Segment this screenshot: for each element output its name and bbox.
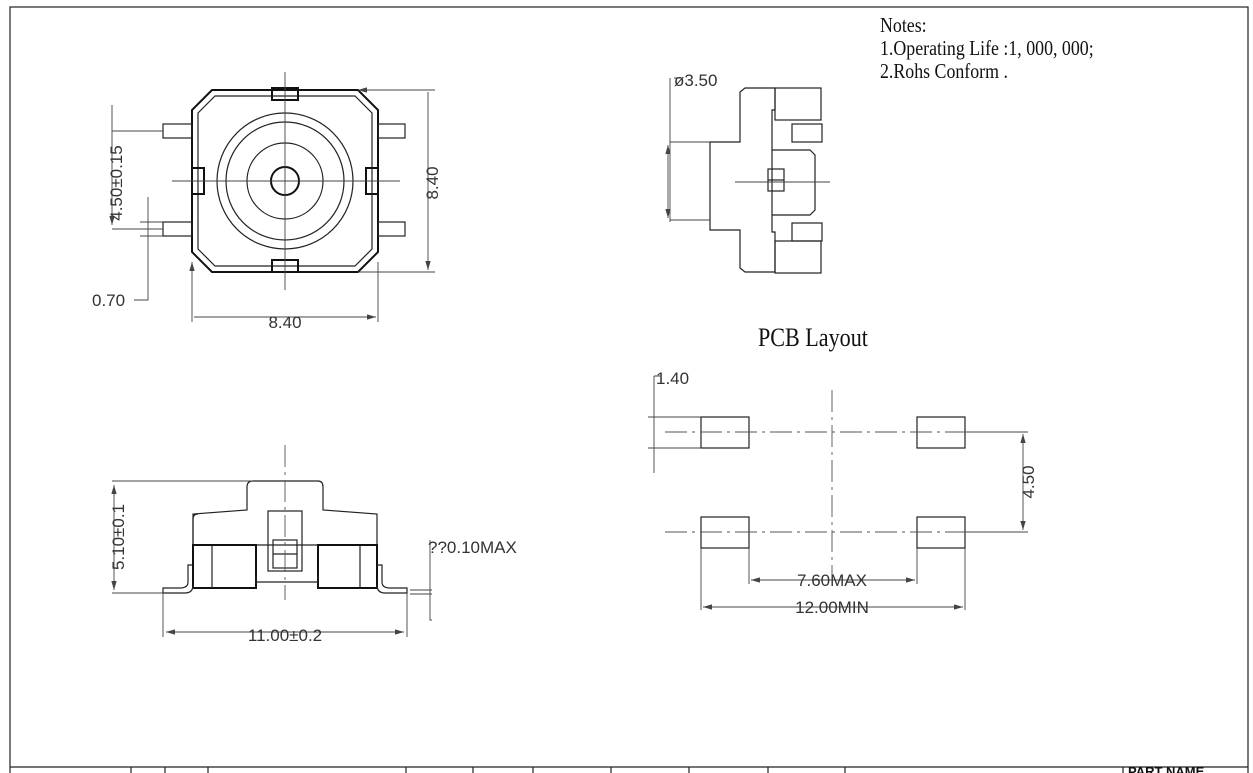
dim-total-height: 5.10±0.1 bbox=[109, 504, 128, 570]
note-item: 1.Operating Life :1, 000, 000; bbox=[880, 36, 1094, 60]
note-item: 2.Rohs Conform . bbox=[880, 59, 1008, 83]
dim-lead-width: 0.70 bbox=[92, 291, 125, 310]
pcb-pad bbox=[916, 516, 966, 549]
front-view bbox=[111, 445, 432, 637]
dim-button-diameter: ø3.50 bbox=[674, 71, 717, 90]
pcb-pad bbox=[700, 416, 750, 449]
top-view bbox=[112, 72, 435, 322]
pcb-pad bbox=[700, 516, 750, 549]
dim-lead-span: 11.00±0.2 bbox=[248, 626, 322, 645]
dim-body-width: 8.40 bbox=[268, 313, 301, 332]
dim-pad-height: 1.40 bbox=[656, 369, 689, 388]
dim-inner-span: 7.60MAX bbox=[797, 571, 867, 590]
pcb-layout-title: PCB Layout bbox=[758, 323, 868, 352]
dim-pad-pitch: 4.50 bbox=[1019, 465, 1038, 498]
dim-top-pitch: 4.50±0.15 bbox=[107, 145, 126, 221]
dim-coplanarity: ??0.10MAX bbox=[428, 538, 517, 557]
side-view bbox=[665, 77, 830, 274]
dim-body-height: 8.40 bbox=[423, 166, 442, 199]
title-block bbox=[10, 766, 1248, 773]
part-name-label: PART NAME bbox=[1128, 764, 1205, 773]
sheet-border bbox=[9, 6, 1249, 773]
pcb-pad bbox=[916, 416, 966, 449]
dim-outer-span: 12.00MIN bbox=[795, 598, 869, 617]
notes-block: Notes: 1.Operating Life :1, 000, 000; 2.… bbox=[880, 14, 1094, 83]
pcb-layout bbox=[648, 375, 1028, 610]
notes-title: Notes: bbox=[880, 13, 927, 37]
